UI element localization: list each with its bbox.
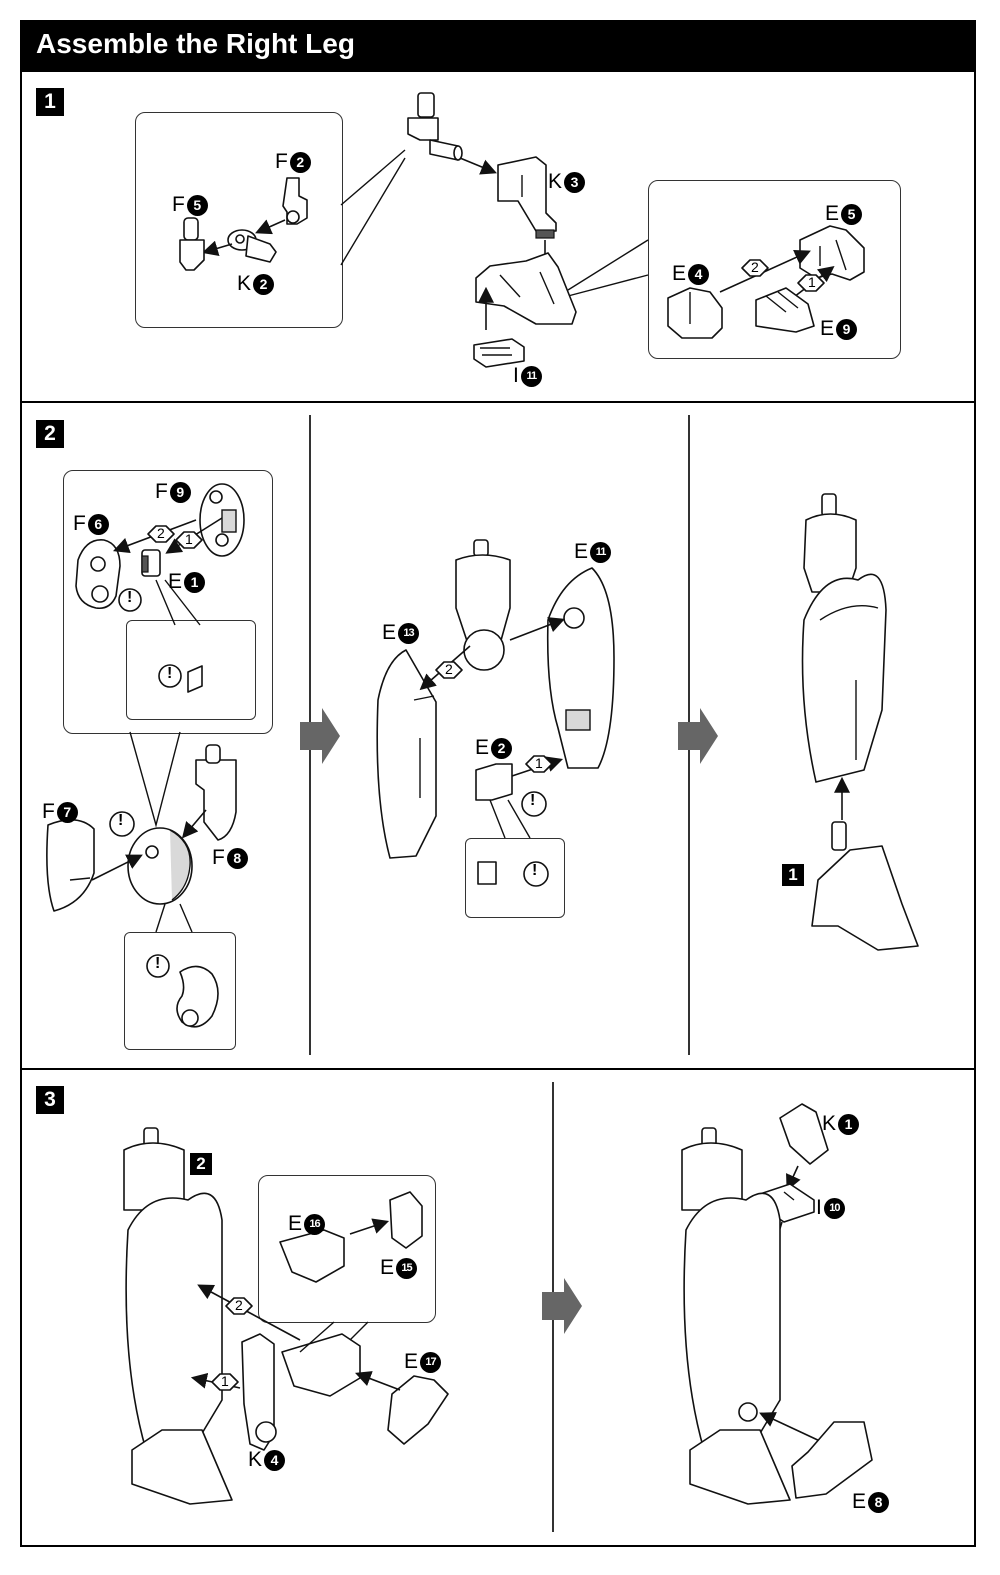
part-e2 [475, 763, 513, 801]
knee-joint-part [127, 827, 193, 905]
part-k2 [227, 229, 277, 263]
hip-joint-part [407, 92, 463, 161]
foot-assembly-part [811, 821, 919, 951]
step-reference-2: 2 [190, 1153, 212, 1175]
title-bar [20, 20, 976, 72]
caution-icon [158, 664, 203, 693]
order-mark-2 [741, 259, 769, 277]
order-mark-2d [225, 1297, 253, 1315]
f8-detail-part [176, 965, 219, 1028]
caution-mark: ! [155, 955, 161, 972]
caution-icon [118, 588, 142, 612]
part-k1 [779, 1103, 829, 1165]
step-number-3: 3 [36, 1086, 64, 1114]
part-k3 [497, 156, 557, 239]
part-e4 [667, 287, 723, 339]
part-i11 [473, 338, 525, 368]
part-f5 [179, 217, 205, 271]
part-e5 [799, 225, 865, 281]
caution-icon [521, 791, 547, 817]
part-f6 [75, 539, 121, 610]
section-divider-1 [20, 401, 976, 403]
order-mark-1b [175, 531, 203, 549]
caution-mark: ! [530, 792, 536, 809]
next-arrow [542, 1278, 582, 1334]
page-title: Assemble the Right Leg [36, 28, 355, 59]
order-mark-2c [435, 661, 463, 679]
order-number: 2 [235, 1297, 243, 1313]
assembled-leg-part [801, 493, 887, 783]
order-number: 1 [221, 1373, 229, 1389]
part-k4 [241, 1333, 277, 1451]
upper-thigh-part [455, 539, 511, 671]
leg-assembly-part [123, 1127, 233, 1505]
order-mark-1d [211, 1373, 239, 1391]
part-e1 [141, 549, 161, 577]
step-reference-1: 1 [782, 864, 804, 886]
order-mark-1c [525, 755, 553, 773]
final-leg-part [681, 1127, 791, 1505]
next-arrow [678, 708, 718, 764]
part-e17 [387, 1375, 449, 1445]
armor-assembly-part [281, 1333, 361, 1397]
section-divider-2 [20, 1068, 976, 1070]
caution-mark: ! [127, 589, 133, 606]
callout-box-joint [135, 112, 343, 328]
caution-mark: ! [118, 812, 124, 829]
caution-icon [477, 861, 549, 887]
caution-icon [146, 954, 170, 978]
part-f8 [195, 744, 237, 841]
order-number: 1 [185, 531, 193, 547]
caution-mark: ! [532, 862, 538, 879]
caution-mark: ! [167, 665, 173, 682]
step-number-2: 2 [36, 420, 64, 448]
part-e15 [389, 1191, 423, 1249]
next-arrow [300, 708, 340, 764]
part-f2 [282, 177, 308, 225]
callout-pointer [340, 149, 406, 266]
order-mark-2b [147, 525, 175, 543]
step-number-1: 1 [36, 88, 64, 116]
caution-icon [109, 811, 135, 837]
order-number: 1 [535, 755, 543, 771]
part-e13 [376, 649, 437, 859]
part-e11 [546, 567, 615, 769]
callout-pointer [567, 239, 649, 297]
part-e16 [279, 1229, 345, 1283]
order-mark-1 [797, 274, 825, 292]
order-number: 2 [157, 525, 165, 541]
order-number: 1 [808, 274, 816, 290]
part-f9 [199, 483, 245, 557]
part-e8 [791, 1421, 873, 1499]
order-number: 2 [751, 259, 759, 275]
foot-part [475, 252, 577, 330]
order-number: 2 [445, 661, 453, 677]
part-f7 [46, 819, 95, 912]
part-e9 [755, 287, 815, 333]
